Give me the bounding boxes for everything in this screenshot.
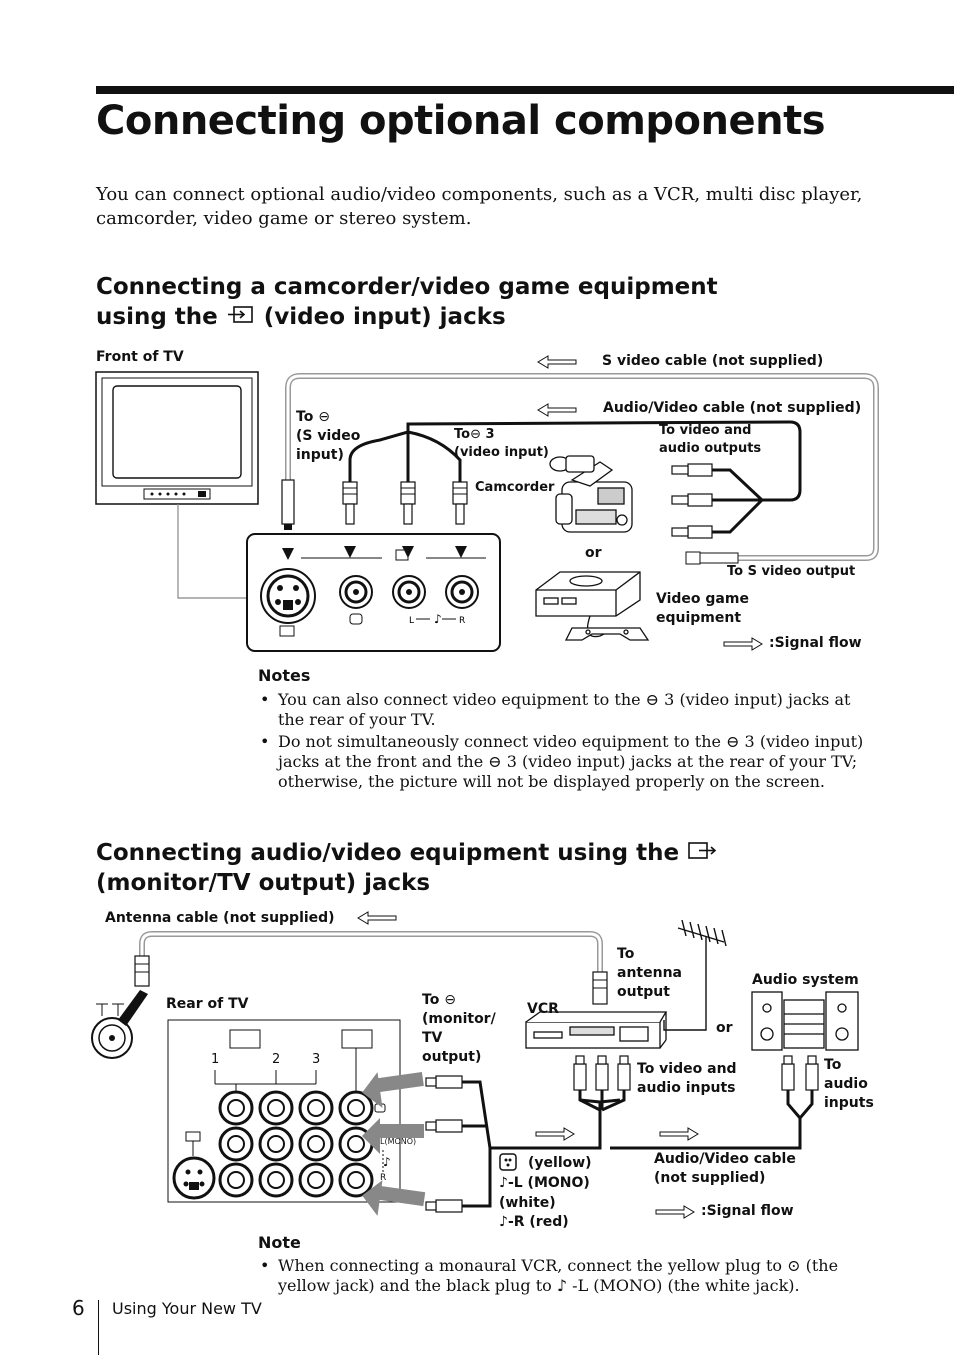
note-heading: Note bbox=[258, 1233, 301, 1252]
l-mono-label: ♪-L (MONO) bbox=[499, 1175, 590, 1191]
video-game-label: Video game equipment bbox=[656, 591, 749, 626]
note-item: You can also connect video equipment to … bbox=[258, 690, 878, 730]
section1-heading-line2-post: (video input) jacks bbox=[263, 304, 506, 330]
av-cable-label-2: Audio/Video cable (not supplied) bbox=[654, 1151, 796, 1186]
to-video-input-label: To⊖ 3 (video input) bbox=[454, 427, 549, 460]
col3-label: 3 bbox=[312, 1052, 321, 1067]
av-cable-label: Audio/Video cable (not supplied) bbox=[603, 400, 862, 416]
section2-heading-line2: (monitor/TV output) jacks bbox=[96, 870, 431, 896]
r-small-label: R bbox=[380, 1173, 387, 1183]
signal-flow-label: :Signal flow bbox=[769, 635, 862, 651]
yellow-label: (yellow) bbox=[528, 1155, 592, 1171]
rear-of-tv-label: Rear of TV bbox=[166, 996, 249, 1012]
jack-l-label: L bbox=[409, 616, 414, 626]
rear-jack-grid bbox=[218, 1090, 374, 1198]
svg-text:♪: ♪ bbox=[383, 1155, 391, 1169]
to-s-video-input-label: To ⊖ (S video input) bbox=[296, 409, 361, 463]
section1-heading-line1: Connecting a camcorder/video game equipm… bbox=[96, 274, 718, 300]
white-label: (white) bbox=[499, 1195, 556, 1211]
to-outputs-label: To video and audio outputs bbox=[659, 423, 762, 456]
vcr-illustration bbox=[525, 1011, 668, 1049]
section1-heading: Connecting a camcorder/video game equipm… bbox=[96, 272, 718, 332]
signal-flow-label-2: :Signal flow bbox=[701, 1203, 794, 1219]
notes-heading: Notes bbox=[258, 666, 311, 685]
page-title: Connecting optional components bbox=[96, 98, 826, 144]
jack-r-label: R bbox=[459, 616, 465, 626]
or-label-2: or bbox=[716, 1020, 733, 1036]
audio-system-illustration bbox=[751, 991, 859, 1051]
to-s-video-output-label: To S video output bbox=[727, 564, 856, 579]
tv-front bbox=[95, 371, 259, 505]
s-video-cable-label: S video cable (not supplied) bbox=[602, 353, 824, 369]
or-label: or bbox=[585, 545, 602, 561]
monitor-output-icon bbox=[688, 842, 717, 859]
antenna-cable-label: Antenna cable (not supplied) bbox=[105, 910, 335, 926]
footer-rule bbox=[98, 1300, 99, 1355]
to-va-inputs-label: To video and audio inputs bbox=[637, 1061, 737, 1096]
note-icon: ♪ bbox=[434, 612, 442, 626]
notes-list: You can also connect video equipment to … bbox=[258, 690, 878, 794]
note-list: When connecting a monaural VCR, connect … bbox=[258, 1256, 878, 1298]
to-audio-inputs-label: To audio inputs bbox=[824, 1057, 874, 1111]
video-input-icon bbox=[227, 306, 253, 323]
vcr-label: VCR bbox=[527, 1001, 559, 1017]
intro-paragraph: You can connect optional audio/video com… bbox=[96, 184, 863, 229]
top-rule bbox=[96, 86, 954, 94]
col1-label: 1 bbox=[211, 1052, 220, 1067]
page-number: 6 bbox=[72, 1296, 85, 1320]
note-item: When connecting a monaural VCR, connect … bbox=[258, 1256, 878, 1296]
audio-system-label: Audio system bbox=[752, 972, 859, 988]
section2-heading-line1: Connecting audio/video equipment using t… bbox=[96, 840, 680, 866]
to-monitor-output-label: To ⊖ (monitor/ TV output) bbox=[422, 992, 496, 1065]
section2-heading: Connecting audio/video equipment using t… bbox=[96, 838, 717, 898]
r-red-label: ♪-R (red) bbox=[499, 1214, 569, 1230]
section1-heading-line2-pre: using the bbox=[96, 304, 218, 330]
camcorder-illustration bbox=[549, 455, 633, 533]
front-of-tv-label: Front of TV bbox=[96, 349, 184, 365]
footer-section: Using Your New TV bbox=[112, 1299, 262, 1318]
to-antenna-output-label: To antenna output bbox=[617, 946, 682, 1000]
antenna-illustration bbox=[663, 919, 727, 1031]
note-item: Do not simultaneously connect video equi… bbox=[258, 732, 878, 792]
camcorder-label: Camcorder bbox=[475, 480, 555, 495]
col2-label: 2 bbox=[272, 1052, 281, 1067]
l-mono-small-label: L(MONO) bbox=[380, 1137, 417, 1146]
game-console-illustration bbox=[535, 571, 650, 641]
